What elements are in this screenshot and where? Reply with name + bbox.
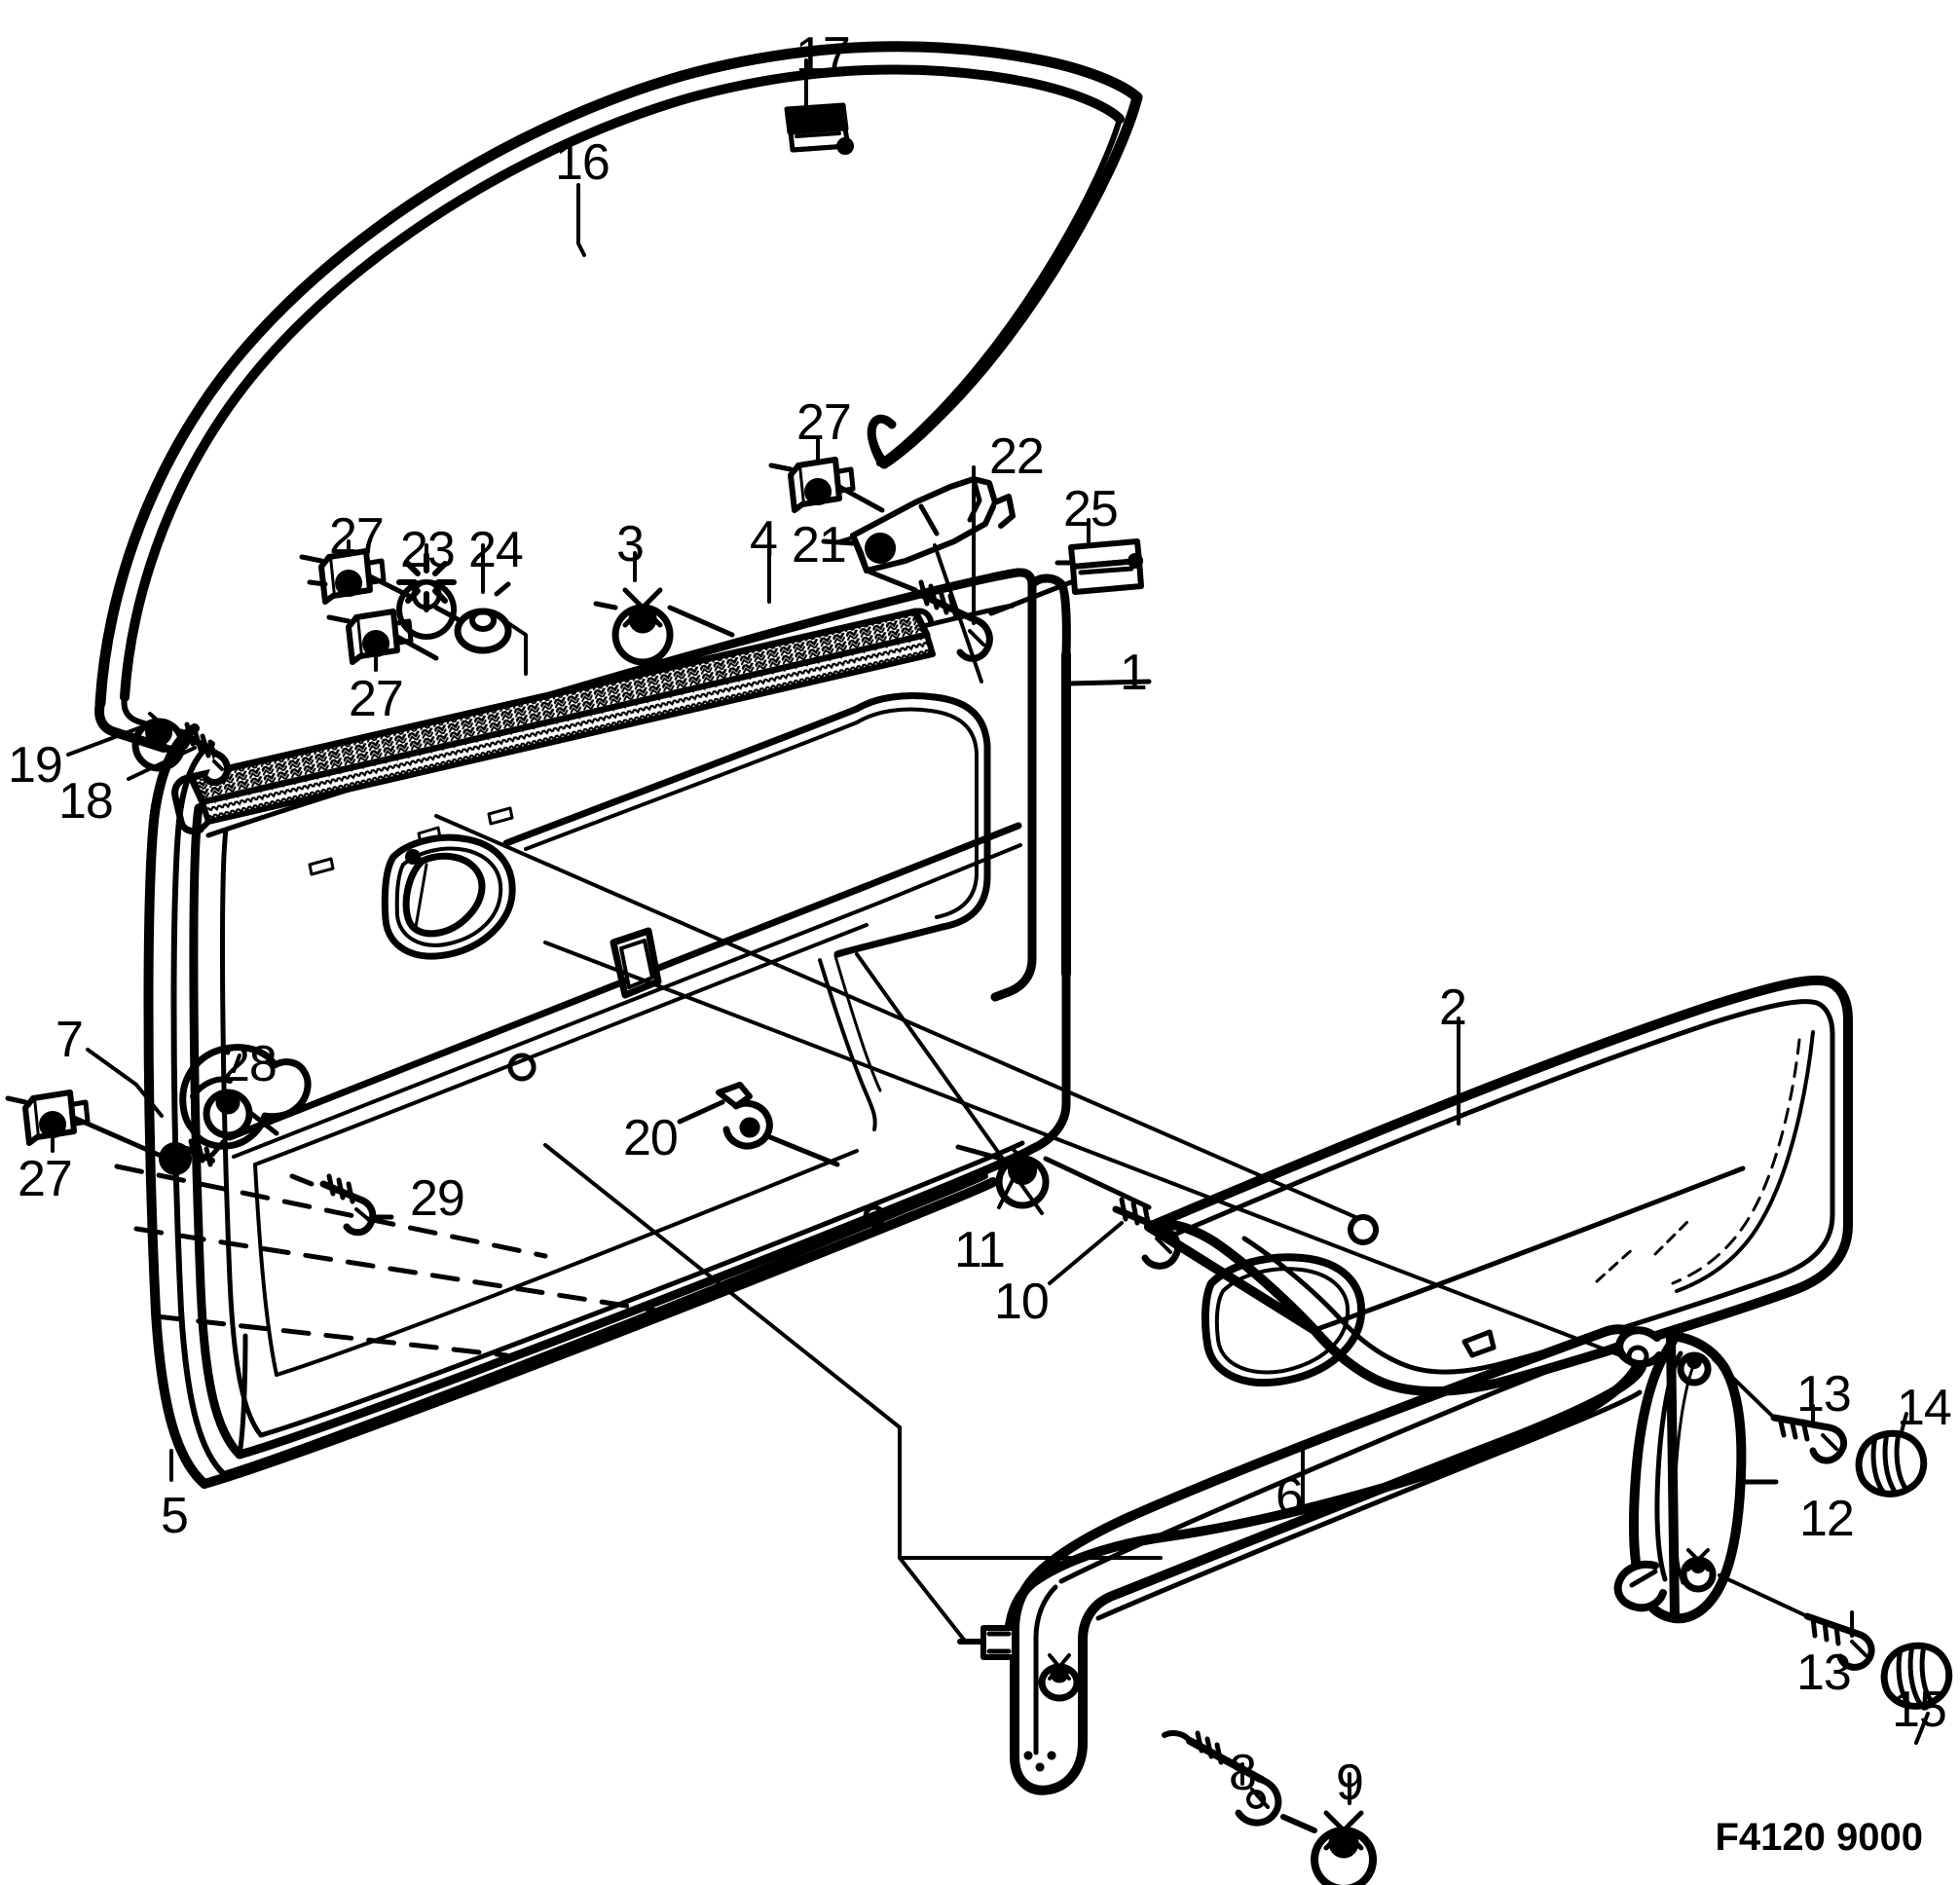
- callout-15: 15: [1892, 1682, 1947, 1738]
- armrest-bolt-8: [1162, 1730, 1282, 1827]
- leader-18: [127, 746, 197, 781]
- leader-cross-b: [898, 1425, 1163, 1560]
- callout-28: 28: [222, 1036, 277, 1092]
- moulding-clip-17: [784, 102, 855, 155]
- window-frame-moulding-16: [94, 41, 1143, 754]
- diagram-reference-code: F4120 9000: [1715, 1816, 1923, 1859]
- plastic-rivet-20: [716, 1082, 840, 1167]
- callout-20: 20: [623, 1110, 679, 1166]
- armrest-6: [957, 1324, 1646, 1795]
- callout-25: 25: [1063, 481, 1119, 537]
- belt-weatherstrip-4: [171, 608, 936, 835]
- callout-12: 12: [1799, 1491, 1855, 1547]
- retainer-clip-25: [988, 538, 1144, 616]
- callout-27-mid: 27: [349, 671, 404, 727]
- callout-3: 3: [616, 516, 645, 573]
- mirror-cover-28: [179, 1044, 312, 1150]
- callout-19: 19: [8, 737, 63, 794]
- callout-27-upper: 27: [329, 508, 385, 565]
- callout-5: 5: [161, 1488, 189, 1544]
- door-trim-panel-2: [1144, 975, 1853, 1396]
- leader-cross-a: [543, 1143, 902, 1429]
- door-pull-handle-12: [1613, 1326, 1747, 1624]
- callout-24: 24: [468, 522, 524, 578]
- leader-cross-d: [543, 941, 1647, 1367]
- door-seal-5: [143, 723, 998, 1489]
- callout-23: 23: [400, 522, 456, 578]
- callout-2: 2: [1439, 979, 1467, 1036]
- screw-10: [1112, 1197, 1181, 1270]
- callout-14: 14: [1897, 1380, 1952, 1436]
- panel-dashed-guides: [114, 1164, 684, 1358]
- clip-27-mid: [326, 609, 439, 672]
- leader-14: [1899, 1412, 1908, 1437]
- leader-cross-c: [434, 814, 1357, 1219]
- callout-13-upper: 13: [1796, 1366, 1852, 1423]
- callout-16: 16: [555, 134, 610, 191]
- callout-10: 10: [994, 1274, 1050, 1330]
- leader-1: [1066, 679, 1152, 686]
- leader-cross-f: [855, 952, 1044, 1215]
- callout-21: 21: [792, 517, 847, 573]
- callout-6: 6: [1276, 1468, 1304, 1525]
- mirror-mount-screw: [159, 1138, 227, 1175]
- flat-washer-24: [454, 581, 512, 654]
- leader-11: [997, 1178, 1015, 1209]
- callout-1: 1: [1120, 645, 1148, 701]
- leader-7: [86, 1048, 164, 1118]
- callout-13-lower: 13: [1796, 1645, 1852, 1701]
- leader-armrest-link: [898, 1556, 966, 1642]
- leader-21: [832, 536, 855, 545]
- clip-27-lowerleft: [5, 1090, 170, 1162]
- pull-handle-screw-13-upper: [1712, 1357, 1847, 1464]
- grommet-11: [955, 1144, 1152, 1210]
- bracket-screw-22: [911, 579, 993, 662]
- screw-cover-cap-15: [1880, 1642, 1953, 1745]
- leader-cross-e: [933, 543, 983, 684]
- callout-7: 7: [55, 1012, 84, 1068]
- callout-29: 29: [410, 1170, 465, 1227]
- pull-handle-screw-13-lower: [1718, 1573, 1875, 1671]
- callout-27-right: 27: [796, 394, 852, 451]
- callout-27-lower-left: 27: [18, 1151, 73, 1207]
- screw-18: [177, 721, 232, 786]
- nut-3: [593, 587, 735, 666]
- leader-28: [232, 1053, 241, 1073]
- leader-10: [1048, 1221, 1124, 1285]
- screw-cover-cap-14: [1855, 1429, 1928, 1497]
- callout-11: 11: [954, 1222, 1006, 1278]
- callout-8: 8: [1229, 1745, 1257, 1801]
- callout-4: 4: [750, 511, 778, 568]
- callout-17: 17: [795, 27, 851, 84]
- armrest-nut-9: [1280, 1810, 1377, 1885]
- callout-18: 18: [58, 773, 114, 830]
- leader-16: [576, 183, 586, 257]
- screw-29: [289, 1173, 394, 1237]
- callout-9: 9: [1336, 1755, 1364, 1811]
- leader-19: [66, 723, 148, 757]
- washer-19: [131, 712, 186, 772]
- mirror-bracket-21: [821, 476, 1016, 593]
- clip-27-upper: [299, 548, 427, 607]
- callout-22: 22: [989, 428, 1045, 485]
- leader-20: [677, 1099, 725, 1125]
- clip-27-right: [768, 457, 885, 513]
